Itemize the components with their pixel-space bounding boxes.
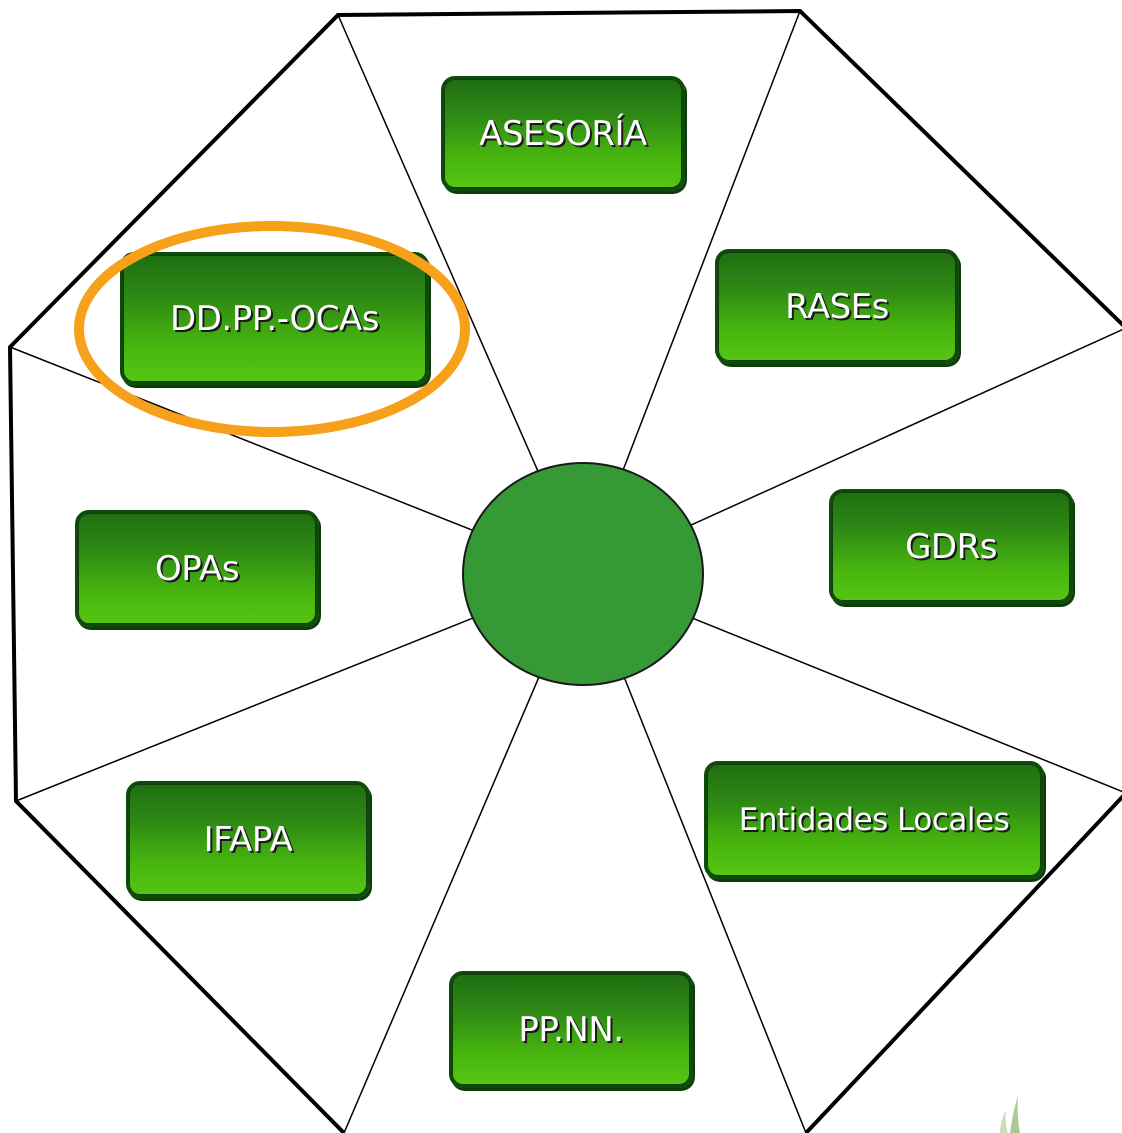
ifapa-box: IFAPA — [126, 781, 370, 898]
opas-box: OPAs — [75, 510, 319, 627]
grass-decoration — [1010, 1096, 1020, 1133]
octagon-outline — [804, 794, 1122, 1133]
ddpp-ocas-label: DD.PP.-OCAs — [170, 298, 379, 339]
rases-label: RASEs — [785, 286, 889, 327]
entidades-locales-box: Entidades Locales — [704, 761, 1044, 879]
gdrs-label: GDRs — [905, 526, 997, 567]
ddpp-ocas-box: DD.PP.-OCAs — [120, 252, 429, 385]
entidades-locales-label: Entidades Locales — [738, 802, 1010, 838]
opas-label: OPAs — [154, 548, 240, 589]
ppnn-box: PP.NN. — [449, 971, 693, 1088]
octagon-outline — [7, 8, 1122, 1133]
ppnn-label: PP.NN. — [518, 1009, 624, 1050]
ifapa-label: IFAPA — [203, 819, 293, 860]
asesoria-label: ASESORÍA — [479, 113, 647, 154]
rases-box: RASEs — [715, 249, 959, 364]
gdrs-box: GDRs — [829, 489, 1073, 604]
center-hub — [462, 462, 704, 686]
asesoria-box: ASESORÍA — [441, 76, 685, 191]
grass-decoration — [1000, 1110, 1008, 1133]
